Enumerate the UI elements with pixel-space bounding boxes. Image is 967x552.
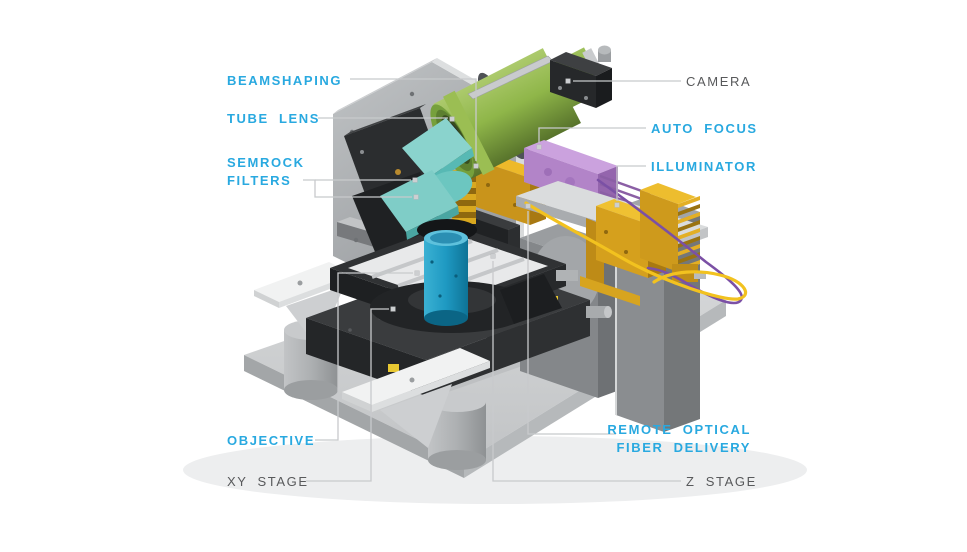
leader-semrock	[303, 179, 412, 198]
fiber-delivery	[524, 178, 748, 305]
leader-xy-stage	[306, 308, 389, 482]
label-camera: CAMERA	[686, 74, 752, 89]
floor-shadow	[183, 436, 807, 504]
leader-objective	[315, 272, 413, 441]
label-remote-fiber: REMOTE OPTICAL FIBER DELIVERY	[607, 422, 751, 455]
label-beamshaping: BEAMSHAPING	[227, 73, 343, 88]
leader-dots	[390, 78, 620, 312]
illuminator-unit	[580, 183, 706, 306]
fiber-yellow	[524, 201, 748, 301]
leader-auto-focus	[538, 127, 646, 143]
label-semrock-filters: SEMROCK FILTERS	[227, 155, 305, 188]
label-auto-focus: AUTO FOCUS	[651, 121, 758, 136]
label-illuminator: ILLUMINATOR	[651, 159, 757, 174]
leader-beamshaping	[350, 78, 477, 161]
leader-illuminator	[616, 165, 646, 201]
label-objective: OBJECTIVE	[227, 433, 316, 448]
label-xy-stage: XY STAGE	[227, 474, 309, 489]
label-z-stage: Z STAGE	[686, 474, 757, 489]
camera-unit	[550, 45, 612, 108]
semrock-filters	[380, 118, 474, 240]
clamp-bracket-front	[342, 348, 490, 448]
leader-remote-fiber	[527, 211, 616, 435]
leader-z-stage	[492, 261, 681, 482]
label-tube-lens: TUBE LENS	[227, 111, 321, 126]
leader-lines	[303, 78, 681, 482]
